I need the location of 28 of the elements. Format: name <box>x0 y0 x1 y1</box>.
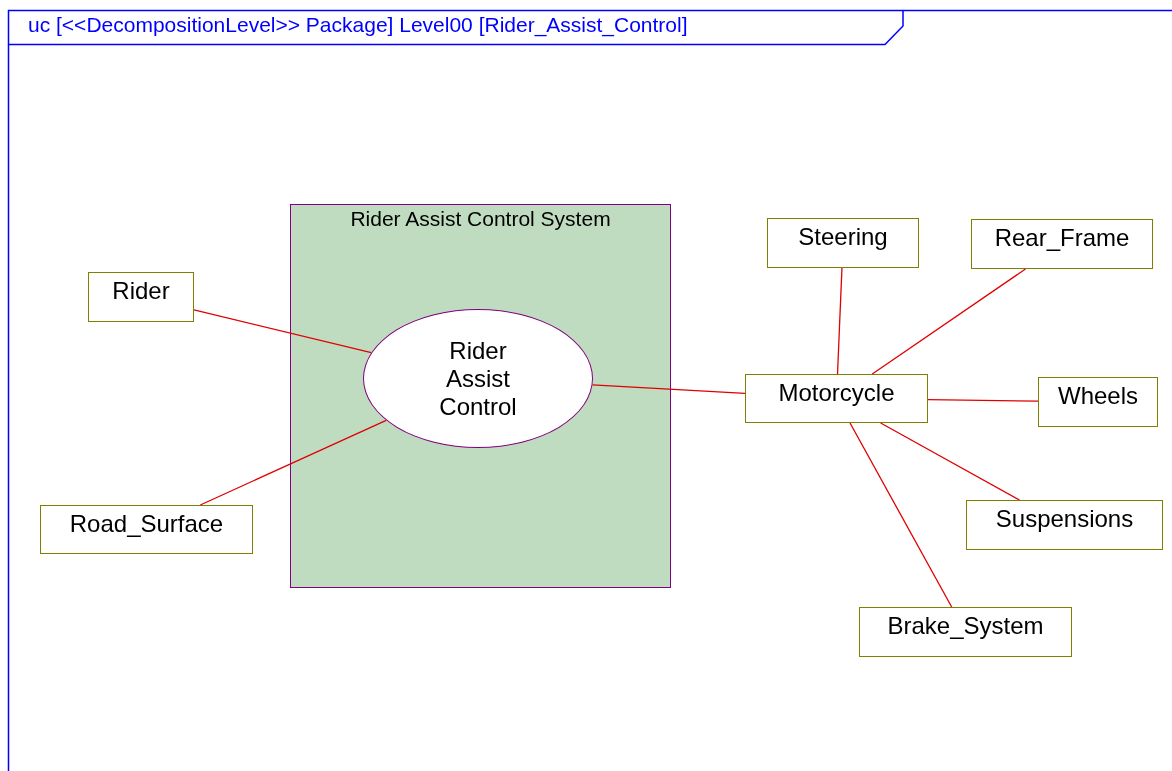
actor-box <box>745 374 928 423</box>
system-name: Rider Assist Control System <box>350 207 611 231</box>
association-line <box>849 422 953 608</box>
frame-title: uc [<<DecompositionLevel>> Package] Level00 [Rider_Assist_Control] <box>28 12 688 38</box>
node-label: Rider Assist Control <box>438 336 518 421</box>
actor-box <box>971 219 1153 269</box>
association-line <box>836 267 843 375</box>
node-label: Wheels <box>1058 382 1138 410</box>
association-line <box>927 399 1039 402</box>
node-label: Rear_Frame <box>994 224 1130 252</box>
association-line <box>871 268 1027 375</box>
system-boundary <box>290 204 671 588</box>
actor-box <box>767 218 919 268</box>
node-label: Brake_System <box>887 612 1044 640</box>
actor-box <box>1038 377 1158 427</box>
actor-box <box>966 500 1163 550</box>
association-line <box>880 422 1021 501</box>
actor-box <box>88 272 194 322</box>
association-line <box>199 419 387 506</box>
node-label: Suspensions <box>995 505 1134 533</box>
actor-box <box>859 607 1072 657</box>
node-label: Steering <box>798 223 888 251</box>
association-line <box>591 384 746 395</box>
node-label: Motorcycle <box>778 379 895 407</box>
association-line <box>193 309 372 354</box>
actor-box <box>40 505 253 554</box>
node-label: Rider <box>112 277 170 305</box>
node-label: Road_Surface <box>69 510 224 538</box>
